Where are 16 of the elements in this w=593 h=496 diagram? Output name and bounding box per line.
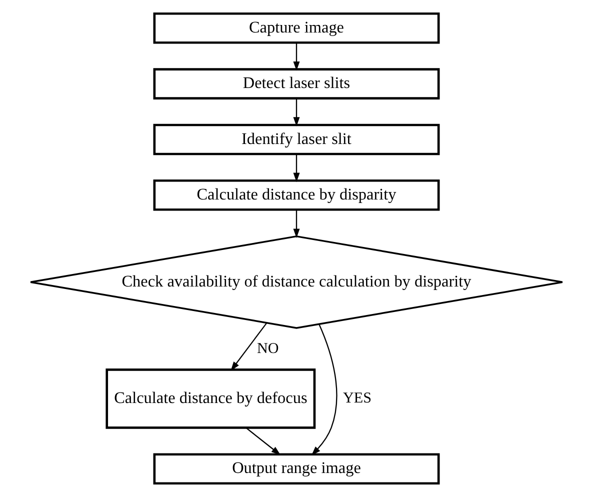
- arrow: [293, 98, 300, 126]
- node-box: Calculate distance by disparity: [153, 179, 440, 210]
- arrow: [293, 42, 300, 70]
- arrow: [293, 209, 300, 238]
- edge-label: YES: [343, 390, 372, 406]
- arrow: [311, 324, 338, 455]
- arrow: [230, 322, 268, 370]
- node-box: Detect laser slits: [153, 68, 440, 99]
- arrow: [293, 154, 300, 182]
- arrow: [246, 426, 281, 455]
- node-box: Output range image: [153, 452, 440, 484]
- node-diamond: Check availability of distance calculation by disparity: [30, 234, 564, 328]
- node-box: Capture image: [153, 12, 440, 44]
- node-box: Identify laser slit: [153, 123, 440, 155]
- node-box: Calculate distance by defocus: [106, 368, 316, 428]
- edge-label: NO: [257, 340, 279, 356]
